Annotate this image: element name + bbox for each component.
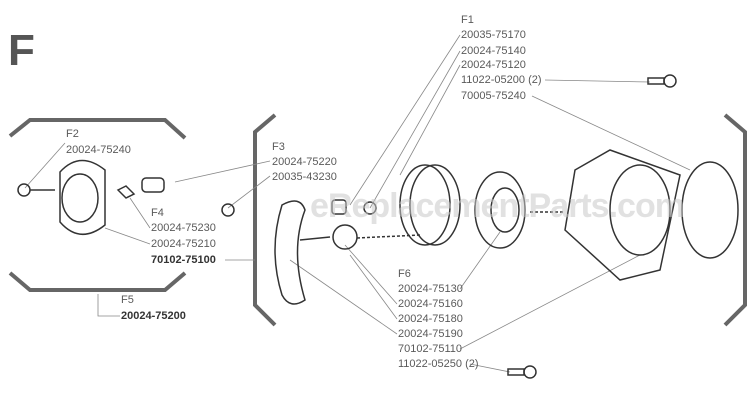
pulley-parts [331, 149, 739, 281]
group-label-f3: F3 [272, 141, 285, 153]
bracket-left-group [8, 118, 187, 292]
part-number[interactable]: 11022-05250 (2) [398, 358, 479, 370]
section-letter: F [8, 26, 35, 75]
group-label-f1: F1 [461, 14, 474, 26]
part-number[interactable]: 20024-75210 [151, 238, 216, 250]
part-number[interactable]: 20024-75140 [461, 45, 526, 57]
part-number[interactable]: 20024-75240 [66, 144, 131, 156]
group-label-f6: F6 [398, 268, 411, 280]
clutch-drum [17, 159, 235, 235]
part-number[interactable]: 70102-75110 [398, 343, 463, 355]
bracket-main-assembly [253, 113, 747, 327]
part-number[interactable]: 20024-75230 [151, 222, 216, 234]
part-number[interactable]: 20024-75200 [121, 310, 186, 322]
part-number[interactable]: 70005-75240 [461, 90, 526, 102]
part-number[interactable]: 20024-75220 [272, 156, 337, 168]
part-number[interactable]: 20035-75170 [461, 29, 526, 41]
part-number[interactable]: 20024-75160 [398, 298, 463, 310]
group-label-f4: F4 [151, 207, 164, 219]
screws [507, 74, 677, 379]
group-label-f2: F2 [66, 128, 79, 140]
watermark: eReplacementParts.com [310, 187, 685, 225]
part-number[interactable]: 70102-75100 [151, 254, 216, 266]
group-label-f5: F5 [121, 294, 134, 306]
part-number[interactable]: 20035-43230 [272, 171, 337, 183]
part-number[interactable]: 20024-75180 [398, 313, 463, 325]
part-number[interactable]: 20024-75120 [461, 59, 526, 71]
leader-lines [24, 34, 691, 373]
part-number[interactable]: 11022-05200 (2) [461, 74, 542, 86]
part-number[interactable]: 20024-75190 [398, 328, 463, 340]
part-number[interactable]: 20024-75130 [398, 283, 463, 295]
